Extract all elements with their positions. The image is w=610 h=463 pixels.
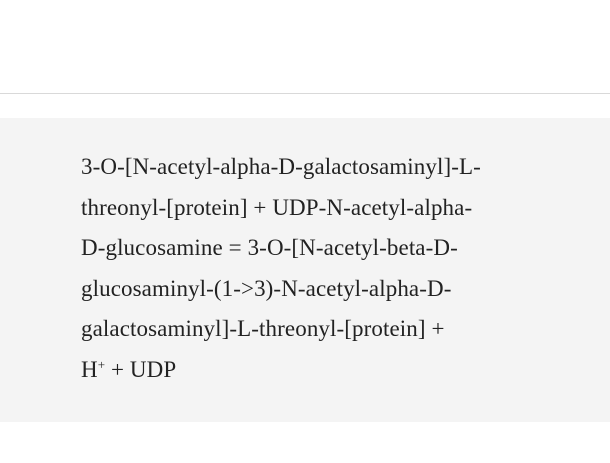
reaction-line-2: threonyl-[protein] + UDP-N-acetyl-alpha- [81, 194, 473, 220]
reaction-line-1: 3-O-[N-acetyl-alpha-D-galactosaminyl]-L- [81, 154, 481, 179]
reaction-line-6-rest: + UDP [105, 356, 177, 382]
hydrogen-symbol: H [81, 356, 98, 382]
header-area [0, 0, 610, 93]
reaction-line-4: glucosaminyl-(1->3)-N-acetyl-alpha-D- [81, 275, 452, 301]
charge-superscript: + [97, 356, 106, 372]
reaction-line-5: galactosaminyl]-L-threonyl-[protein] + [81, 316, 445, 342]
divider [0, 93, 610, 94]
reaction-line-3: D-glucosamine = 3-O-[N-acetyl-beta-D- [81, 235, 458, 261]
reaction-panel [0, 118, 610, 422]
reaction-line-6: H+ + UDP [81, 350, 551, 391]
reaction-equation: 3-O-[N-acetyl-alpha-D-galactosaminyl]-L-… [81, 147, 551, 391]
